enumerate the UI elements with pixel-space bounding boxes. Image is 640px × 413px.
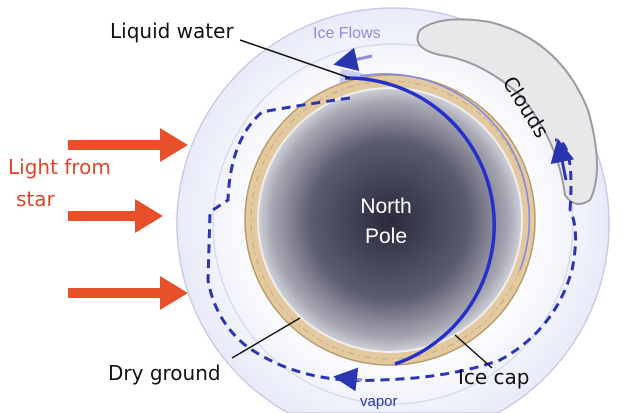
ice-flows-label: Ice Flows [313, 25, 381, 42]
clouds-shape [416, 18, 598, 205]
ice-cap-arc-inner [359, 73, 531, 271]
light-arrow-1 [68, 128, 188, 162]
liquid-water-label: Liquid water [110, 19, 234, 43]
ice-cap-leader [454, 334, 493, 369]
ice-cap-arc [344, 76, 496, 366]
ice-cap-label: Ice cap [458, 365, 530, 389]
vapor-arrow-left [333, 367, 363, 392]
ice-flow-arrow [333, 47, 373, 72]
vapor-label: vapor [360, 393, 398, 410]
north-pole-label-line1: North [360, 195, 411, 218]
liquid-water-leader [239, 39, 351, 79]
vapor-arrow-up [550, 138, 575, 181]
dry-ground-label: Dry ground [108, 361, 221, 385]
dry-ground-leader [231, 317, 301, 359]
light-arrow-3 [68, 276, 188, 310]
light-arrow-2 [68, 199, 163, 233]
planet-interior [257, 87, 523, 353]
north-pole-label-line2: Pole [365, 225, 407, 248]
light-from-star-label-line2: star [16, 187, 56, 211]
light-from-star-label-line1: Light from [8, 155, 111, 179]
light-arrows [68, 128, 188, 310]
